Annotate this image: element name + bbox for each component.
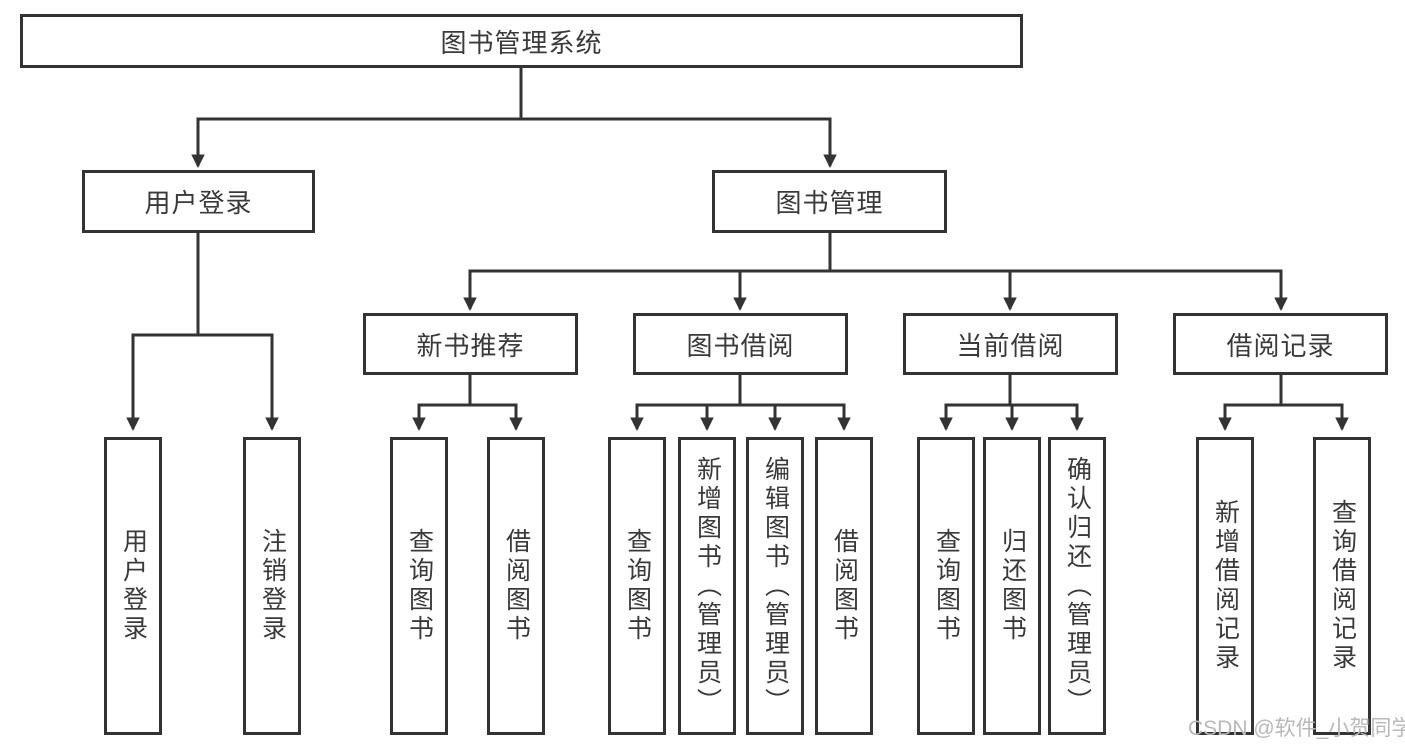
node-label: 注销登录 — [258, 528, 287, 644]
node-query-books-recommend: 查询图书 — [390, 437, 448, 735]
node-borrow-records: 借阅记录 — [1173, 313, 1388, 375]
node-label: 新增借阅记录 — [1211, 499, 1240, 673]
node-user-login: 用户登录 — [104, 437, 162, 735]
node-label: 查询图书 — [405, 528, 434, 644]
node-current-borrow: 当前借阅 — [903, 313, 1118, 375]
node-label: 编辑图书（管理员） — [761, 455, 790, 717]
node-label: 归还图书 — [998, 528, 1027, 644]
node-label: 图书管理系统 — [440, 27, 603, 58]
node-new-book-recommend: 新书推荐 — [363, 313, 578, 375]
node-label: 图书借阅 — [686, 330, 795, 361]
node-label: 借阅图书 — [830, 528, 859, 644]
node-user-login-branch: 用户登录 — [82, 170, 315, 233]
node-add-borrow-record: 新增借阅记录 — [1196, 437, 1254, 735]
node-logout-login: 注销登录 — [243, 437, 301, 735]
node-label: 确认归还（管理员） — [1063, 455, 1092, 717]
node-label: 查询图书 — [932, 528, 961, 644]
node-label: 图书管理 — [775, 188, 884, 218]
node-label: 查询借阅记录 — [1328, 499, 1357, 673]
node-confirm-return-admin: 确认归还（管理员） — [1048, 437, 1106, 735]
node-label: 用户登录 — [119, 528, 148, 644]
node-query-books-borrow: 查询图书 — [608, 437, 666, 735]
csdn-watermark: CSDN @软件_小贺同学 — [1188, 717, 1405, 740]
node-query-books-current: 查询图书 — [917, 437, 975, 735]
node-borrow-books: 借阅图书 — [815, 437, 873, 735]
node-return-books: 归还图书 — [983, 437, 1041, 735]
node-book-borrow: 图书借阅 — [633, 313, 848, 375]
node-label: 用户登录 — [144, 188, 253, 218]
node-query-borrow-record: 查询借阅记录 — [1313, 437, 1371, 735]
node-label: 当前借阅 — [956, 330, 1065, 361]
node-add-book-admin: 新增图书（管理员） — [678, 437, 736, 735]
node-label: 查询图书 — [623, 528, 652, 644]
node-label: 新增图书（管理员） — [693, 455, 722, 717]
node-borrow-books-recommend: 借阅图书 — [487, 437, 545, 735]
node-label: 借阅记录 — [1226, 330, 1335, 361]
node-label: 新书推荐 — [416, 330, 525, 361]
node-label: 借阅图书 — [502, 528, 531, 644]
node-library-management-system: 图书管理系统 — [20, 14, 1023, 68]
node-edit-book-admin: 编辑图书（管理员） — [746, 437, 804, 735]
node-book-management-branch: 图书管理 — [712, 170, 947, 233]
